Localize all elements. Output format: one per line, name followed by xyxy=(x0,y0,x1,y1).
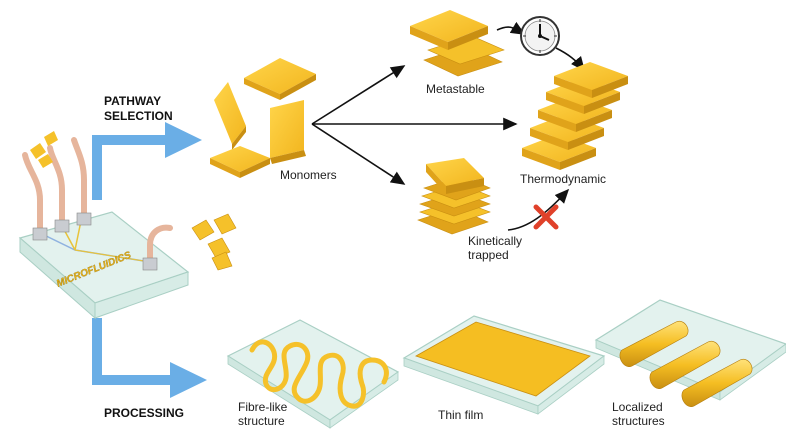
monomer-plates xyxy=(210,58,316,178)
clock-icon xyxy=(520,16,560,56)
cross-icon xyxy=(533,204,559,230)
metastable-label: Metastable xyxy=(426,82,485,96)
processing-heading: PROCESSING xyxy=(104,406,185,420)
thin-film-label: Thin film xyxy=(438,408,484,422)
thermodynamic-stack xyxy=(522,62,628,170)
small-monomer-flakes xyxy=(30,131,58,168)
inlet-tubes xyxy=(22,137,173,271)
kinetically-trapped-label-line1: Kinetically xyxy=(468,234,523,248)
fibre-label-line1: Fibre-like xyxy=(238,400,288,414)
localized-structures xyxy=(619,320,753,407)
kinetically-trapped-stack xyxy=(417,158,491,235)
fibre-structure xyxy=(249,339,389,409)
fibre-label-line2: structure xyxy=(238,414,285,428)
blue-arrow-processing xyxy=(92,318,207,398)
pathway-heading-line1: PATHWAY xyxy=(104,94,162,108)
monomers-label: Monomers xyxy=(280,168,337,182)
metastable-stack xyxy=(410,10,505,77)
kinetically-trapped-label-line2: trapped xyxy=(468,248,509,262)
thin-film xyxy=(415,321,591,397)
thermodynamic-label: Thermodynamic xyxy=(520,172,607,186)
blue-arrow-pathway xyxy=(92,122,202,200)
localized-label-line1: Localized xyxy=(612,400,663,414)
localized-label-line2: structures xyxy=(612,414,665,428)
microfluidic-chip xyxy=(18,211,190,320)
small-stacks-near-chip xyxy=(191,213,237,271)
pathway-heading-line2: SELECTION xyxy=(104,109,173,123)
